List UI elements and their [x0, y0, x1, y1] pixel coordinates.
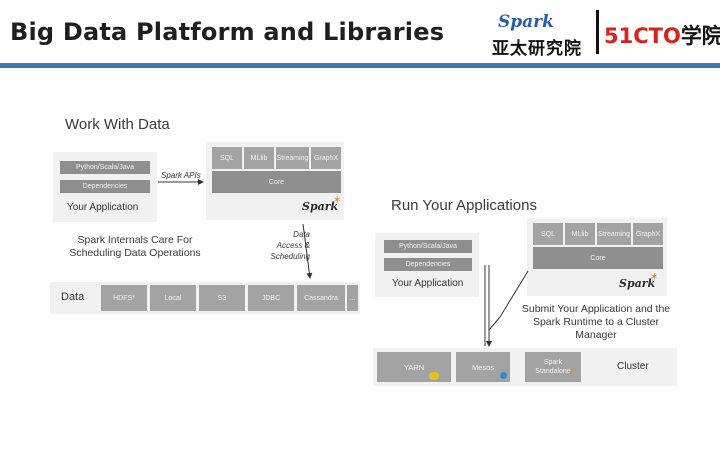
submit-application-note: Submit Your Application and the Spark Ru…	[521, 303, 671, 341]
source-local: Local	[150, 285, 196, 311]
spark-star-icon: ✶	[567, 368, 576, 379]
work-lib-streaming: Streaming	[276, 147, 309, 169]
source-s3: S3	[199, 285, 245, 311]
work-app-dependencies: Dependencies	[60, 180, 150, 193]
manager-mesos-label: Mesos	[471, 362, 495, 372]
spark-logo-word: Spark	[498, 12, 554, 32]
data-access-note: Data Access & Scheduling	[270, 230, 310, 261]
manager-spark-standalone: Spark Standalone	[525, 352, 581, 382]
work-lib-mllib: MLlib	[244, 147, 274, 169]
run-app-dependencies: Dependencies	[384, 258, 472, 271]
work-lib-sql: SQL	[212, 147, 242, 169]
spark-star-icon: ✶	[650, 272, 659, 283]
page-title: Big Data Platform and Libraries	[10, 18, 445, 46]
run-lib-streaming: Streaming	[597, 223, 631, 245]
work-core: Core	[212, 171, 341, 193]
data-access-arrow	[302, 223, 313, 279]
work-spark-logo: Spark	[302, 200, 339, 213]
work-with-data-heading: Work With Data	[65, 116, 170, 133]
work-your-application-block: Python/Scala/Java Dependencies Your Appl…	[53, 152, 157, 222]
data-label: Data	[61, 291, 85, 303]
run-lib-mllib: MLlib	[565, 223, 595, 245]
run-spark-logo: Spark	[619, 277, 656, 290]
spark-institute-logo: Spark 亚太研究院	[492, 12, 592, 59]
yarn-icon	[429, 372, 439, 380]
run-applications-heading: Run Your Applications	[391, 197, 537, 214]
cluster-label: Cluster	[617, 361, 649, 372]
spark-star-icon: ✶	[333, 195, 342, 206]
run-lib-sql: SQL	[533, 223, 563, 245]
51cto-logo-num: 51CTO	[604, 24, 681, 48]
mesos-icon	[500, 372, 507, 379]
cluster-row: YARN Mesos Spark Standalone ✶ Cluster	[373, 348, 677, 386]
header-accent-bar	[0, 63, 720, 68]
work-app-label: Your Application	[67, 202, 139, 213]
run-app-label: Your Application	[392, 278, 464, 289]
data-sources-row: Data HDFS* Local S3 JDBC Cassandra ...	[50, 282, 360, 314]
source-more: ...	[347, 285, 358, 311]
source-cassandra: Cassandra	[297, 285, 345, 311]
run-core: Core	[533, 247, 663, 269]
spark-logo-chinese: 亚太研究院	[492, 39, 582, 59]
run-app-languages: Python/Scala/Java	[384, 240, 472, 253]
submit-arrow-right-b	[488, 316, 501, 331]
work-lib-graphx: GraphX	[311, 147, 341, 169]
51cto-logo: 51CTO学院	[604, 20, 720, 50]
work-spark-stack: SQL MLlib Streaming GraphX Core Spark ✶	[206, 142, 344, 220]
logo-divider	[596, 10, 599, 54]
run-your-application-block: Python/Scala/Java Dependencies Your Appl…	[375, 233, 479, 297]
work-app-languages: Python/Scala/Java	[60, 161, 150, 174]
manager-yarn-label: YARN	[403, 362, 425, 372]
spark-apis-label: Spark APIs	[161, 171, 201, 180]
submit-arrow-right-a	[499, 270, 529, 318]
51cto-logo-cn: 学院	[680, 24, 720, 48]
source-jdbc: JDBC	[248, 285, 294, 311]
manager-yarn: YARN	[377, 352, 451, 382]
source-hdfs: HDFS*	[101, 285, 147, 311]
spark-internals-note: Spark Internals Care For Scheduling Data…	[69, 234, 201, 259]
run-spark-stack: SQL MLlib Streaming GraphX Core Spark ✶	[527, 218, 667, 296]
run-lib-graphx: GraphX	[633, 223, 663, 245]
